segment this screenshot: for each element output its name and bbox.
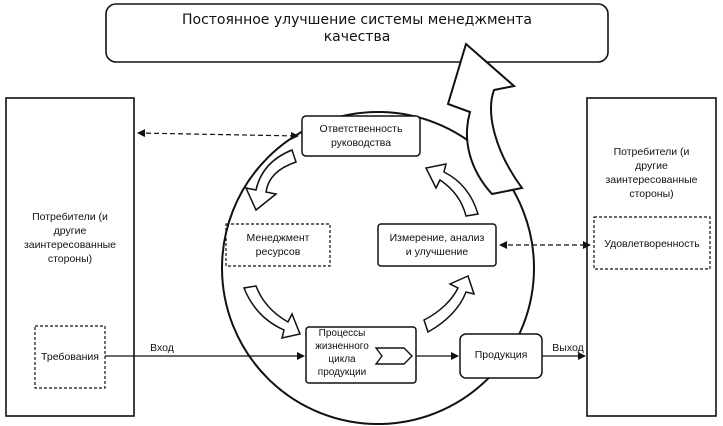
cycle-arrow-top-left-icon: [244, 149, 297, 212]
product-label: Продукция: [474, 349, 528, 361]
cycle-arrow-bottom-right-icon: [423, 274, 476, 334]
right-party-line-3: заинтересованные: [605, 174, 698, 186]
measurement-label: Измерение, анализ и улучшение: [378, 231, 496, 259]
left-party-line-1: Потребители (и: [32, 211, 108, 223]
resource-management-line-2: ресурсов: [255, 246, 301, 258]
cycle-arrow-bottom-left-icon: [242, 285, 302, 339]
lifecycle-line-2: жизненного: [315, 341, 369, 352]
resource-management-label: Менеджмент ресурсов: [226, 231, 330, 259]
left-party-box: [5, 97, 135, 417]
title-line-1: Постоянное улучшение системы менеджмента: [181, 12, 533, 28]
satisfaction-label: Удовлетворенность: [604, 238, 700, 250]
management-responsibility-box: [301, 115, 421, 157]
right-party-box: [586, 97, 717, 417]
left-party-label: Потребители (и другие заинтересованные с…: [8, 210, 132, 266]
right-party-line-4: стороны): [629, 188, 674, 200]
left-party-line-2: другие: [53, 225, 87, 237]
measurement-box: [377, 223, 497, 267]
communication-line-left: [137, 129, 299, 140]
measurement-line-1: Измерение, анализ: [389, 232, 485, 244]
requirements-label: Требования: [41, 351, 99, 363]
title-box: [105, 3, 609, 63]
input-label: Вход: [150, 342, 174, 354]
chevron-icon: [374, 347, 413, 365]
right-party-line-1: Потребители (и: [613, 146, 690, 158]
improvement-arrow-icon: [446, 42, 524, 196]
lifecycle-line-3: цикла: [328, 354, 356, 365]
right-party-line-2: другие: [635, 160, 668, 172]
resource-management-line-1: Менеджмент: [246, 232, 310, 244]
lifecycle-line-1: Процессы: [318, 328, 366, 339]
lifecycle-label: Процессы жизненного цикла продукции: [306, 327, 378, 379]
measurement-line-2: и улучшение: [405, 246, 469, 258]
title-line-2: качества: [323, 29, 391, 45]
requirements-box: [34, 325, 106, 389]
resource-management-box: [225, 223, 331, 267]
satisfaction-box: [593, 216, 711, 270]
management-responsibility-line-2: руководства: [330, 137, 392, 149]
left-party-line-3: заинтересованные: [23, 239, 117, 251]
diagram-title: Постоянное улучшение системы менеджмента…: [106, 12, 608, 46]
output-label: Выход: [552, 342, 584, 354]
management-responsibility-line-1: Ответственность: [319, 123, 403, 135]
management-responsibility-label: Ответственность руководства: [302, 122, 420, 150]
cycle-arrow-top-right-icon: [424, 163, 479, 217]
lifecycle-line-4: продукции: [317, 367, 367, 378]
lifecycle-box: [305, 326, 417, 384]
left-party-line-4: стороны): [47, 253, 93, 265]
right-party-label: Потребители (и другие заинтересованные с…: [589, 145, 714, 201]
